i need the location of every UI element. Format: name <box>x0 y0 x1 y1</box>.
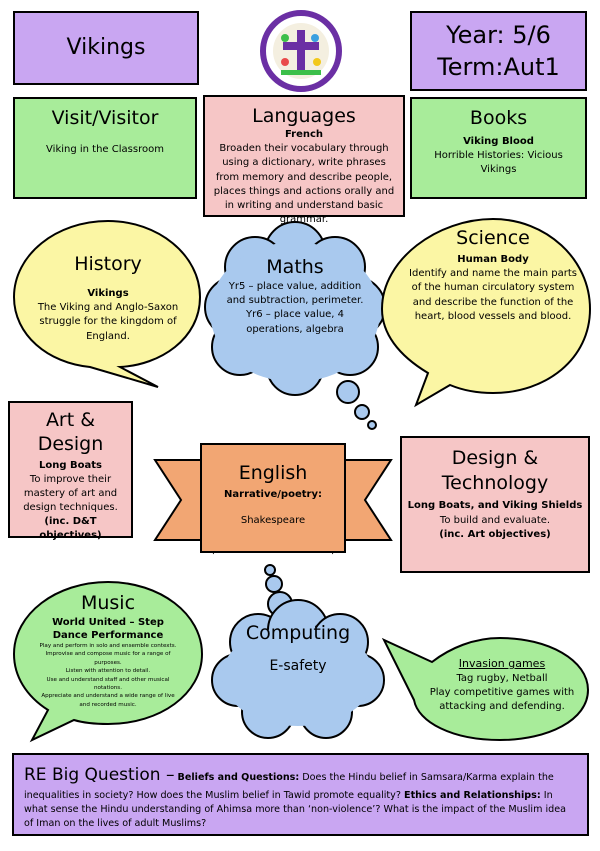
pe-body-2: Play competitive games with attacking an… <box>429 686 575 712</box>
school-logo <box>255 10 347 92</box>
history-title: History <box>74 253 142 275</box>
art-subtitle: Long Boats <box>39 459 102 471</box>
dt-note: (inc. Art objectives) <box>439 528 551 540</box>
music-item: Use and understand staff and other music… <box>46 676 170 691</box>
english-title: English <box>238 462 308 484</box>
re-text-2: In what sense the Hindu understanding of… <box>24 789 566 830</box>
computing-body: E-safety <box>269 658 327 674</box>
topic-title: Vikings <box>66 35 146 60</box>
science-bubble: Science Human Body Identify and name the… <box>368 215 598 410</box>
computing-cloud: Computing E-safety <box>208 562 388 747</box>
dt-body: To build and evaluate. <box>439 514 551 526</box>
music-item: Listen with attention to detail. <box>65 668 151 675</box>
books-body: Horrible Histories: Vicious Vikings <box>434 150 563 176</box>
music-bubble: Music World United – Step Dance Performa… <box>8 578 208 743</box>
term-label: Term:Aut1 <box>437 53 560 81</box>
dt-title-2: Technology <box>441 471 549 494</box>
languages-body: Broaden their vocabulary through using a… <box>213 143 395 226</box>
science-subtitle: Human Body <box>457 254 529 265</box>
music-item: Play and perform in solo and ensemble co… <box>39 643 177 649</box>
art-title-1: Art & <box>45 409 96 431</box>
english-banner: English Narrative/poetry: Shakespeare <box>153 440 393 562</box>
science-body: Identify and name the main parts of the … <box>409 268 577 322</box>
music-item: Improvise and compose music for a range … <box>45 651 171 666</box>
languages-title: Languages <box>252 105 356 127</box>
pe-body-1: Tag rugby, Netball <box>456 672 548 684</box>
books-subtitle: Viking Blood <box>463 136 534 147</box>
history-subtitle: Vikings <box>87 288 129 299</box>
year-term-box: Year: 5/6 Term:Aut1 <box>410 11 587 91</box>
art-box: Art & Design Long Boats To improve their… <box>8 401 133 541</box>
english-subtitle: Narrative/poetry: <box>224 489 322 500</box>
re-box: RE Big Question – Beliefs and Questions:… <box>12 753 589 836</box>
books-box: Books Viking Blood Horrible Histories: V… <box>410 97 587 199</box>
re-label-1: Beliefs and Questions: <box>177 772 300 783</box>
books-title: Books <box>469 107 528 129</box>
re-label-2: Ethics and Relationships: <box>404 789 541 801</box>
languages-box: Languages French Broaden their vocabular… <box>203 95 405 225</box>
topic-box: Vikings <box>13 11 199 85</box>
re-title: RE Big Question – <box>24 765 175 785</box>
computing-title: Computing <box>245 622 351 644</box>
dt-subtitle: Long Boats, and Viking Shields <box>407 500 583 512</box>
music-title: Music <box>80 592 136 614</box>
science-title: Science <box>456 227 530 249</box>
year-label: Year: 5/6 <box>446 21 551 49</box>
visit-box: Visit/Visitor Viking in the Classroom <box>13 97 197 199</box>
re-text-1: Does the Hindu belief in Samsara/Karma e… <box>24 772 554 801</box>
languages-subtitle: French <box>284 129 324 140</box>
maths-body-yr5: Yr5 – place value, addition and subtract… <box>226 281 364 307</box>
maths-title: Maths <box>266 256 324 278</box>
maths-body-yr6: Yr6 – place value, 4 operations, algebra <box>245 309 345 335</box>
english-body: Shakespeare <box>240 515 306 527</box>
dt-title-1: Design & <box>451 447 539 469</box>
music-item: Appreciate and understand a wide range o… <box>41 693 175 708</box>
art-body: To improve their mastery of art and desi… <box>23 473 118 514</box>
music-subtitle: World United – Step Dance Performance <box>52 617 164 641</box>
history-bubble: History Vikings The Viking and Anglo-Sax… <box>8 215 208 390</box>
pe-title: Invasion games <box>458 657 546 670</box>
visit-body: Viking in the Classroom <box>46 144 164 155</box>
pe-bubble: Invasion games Tag rugby, Netball Play c… <box>380 630 595 745</box>
dt-box: Design & Technology Long Boats, and Viki… <box>400 436 590 573</box>
visit-title: Visit/Visitor <box>51 107 159 129</box>
art-title-2: Design <box>37 432 104 455</box>
history-body: The Viking and Anglo-Saxon struggle for … <box>37 302 179 342</box>
art-note: (inc. D&T objectives) <box>39 516 102 542</box>
maths-cloud: Maths Yr5 – place value, addition and su… <box>200 212 390 432</box>
